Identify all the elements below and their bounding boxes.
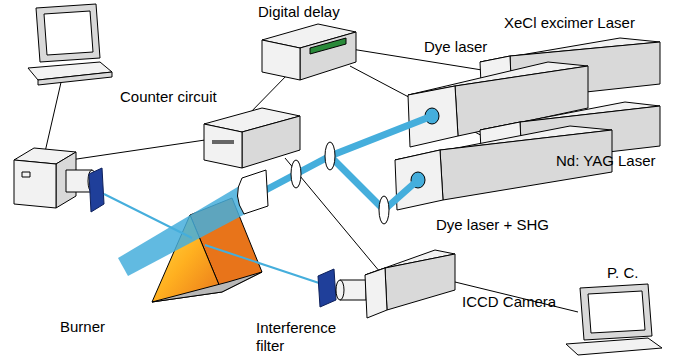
iccd-camera <box>318 250 455 318</box>
part-label: P. C. <box>607 264 638 282</box>
computer <box>28 4 112 85</box>
counter-circuit-unit <box>204 108 300 168</box>
part-label: Dye laser + SHG <box>436 216 549 234</box>
digital-delay-unit <box>262 24 356 80</box>
laser-beams <box>118 116 432 276</box>
part-label: Digital delay <box>258 3 340 21</box>
part-label: ICCD Camera <box>462 293 556 311</box>
part-label: XeCl excimer Laser <box>504 14 635 32</box>
side-camera <box>14 148 104 212</box>
part-label: Interference filter <box>256 319 360 355</box>
part-label: Counter circuit <box>120 88 217 106</box>
fluorescence-paths <box>104 194 322 284</box>
part-label: Nd: YAG Laser <box>556 152 656 170</box>
part-label: Burner <box>60 318 105 336</box>
computer <box>566 284 662 355</box>
part-label: Dye laser <box>424 38 487 56</box>
lenses <box>237 142 389 224</box>
